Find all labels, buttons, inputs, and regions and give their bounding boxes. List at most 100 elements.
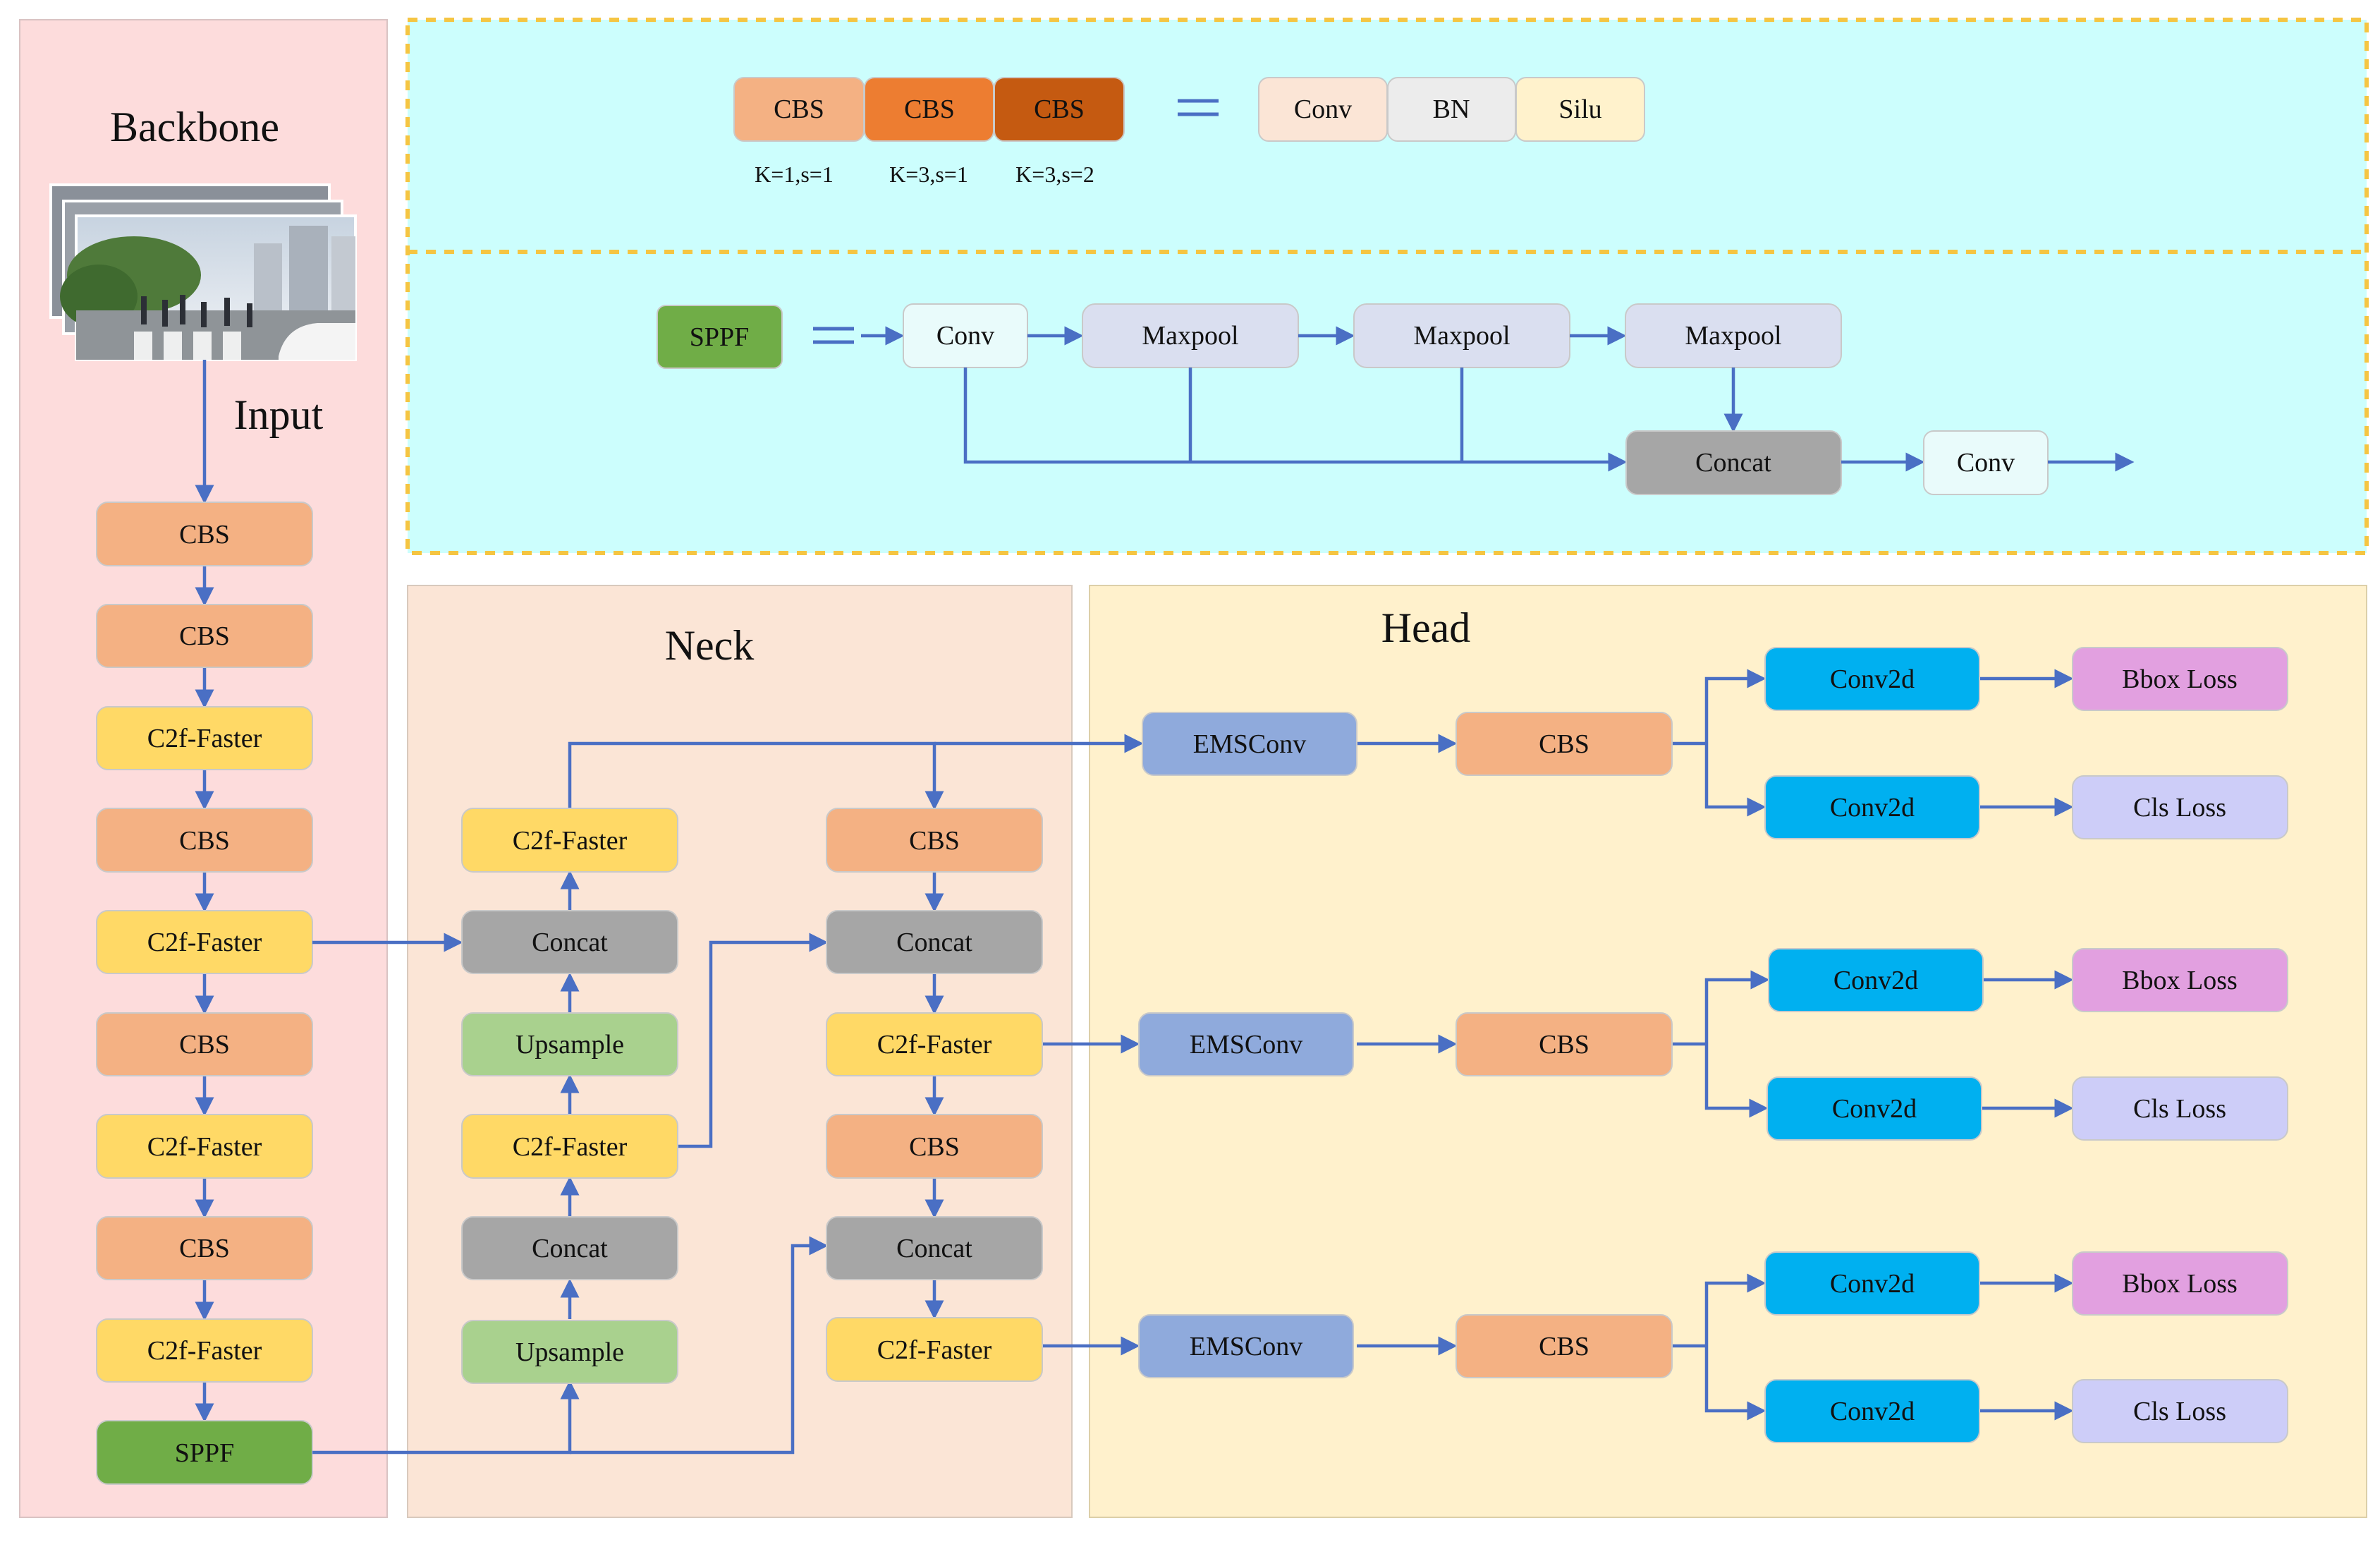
neck-block-box [461,910,678,974]
backbone-layer-label: CBS [179,621,230,651]
neck-block-box [826,1012,1043,1076]
neck-block-label: C2f-Faster [877,1335,992,1365]
neck-block-label: Concat [896,928,972,957]
neck-block-label: CBS [909,826,960,856]
sppf-maxpool-label: Maxpool [1413,321,1510,351]
neck-block-label: CBS [909,1132,960,1162]
cls-loss-label: Cls Loss [2133,793,2226,822]
head-cbs-label: CBS [1539,1332,1589,1361]
cls-loss-box [2072,1379,2288,1443]
legend-silu-box [1515,77,1645,142]
neck-block-box [461,1320,678,1384]
head-cbs-label: CBS [1539,1030,1589,1060]
conv2d-box [1764,1251,1980,1316]
neck-block-box [826,1216,1043,1280]
backbone-layer-label: CBS [179,826,230,856]
backbone-layer-box [96,604,313,668]
sppf-conv-in-label: Conv [936,321,994,351]
head-row: EMSConv CBS Conv2d Conv2d Bbox Loss Cls … [1138,948,2288,1141]
backbone-layer-box [96,502,313,566]
backbone-layer-label: C2f-Faster [147,928,262,957]
legend-cbs-param: K=1,s=1 [755,162,834,187]
emsconv-box [1142,712,1357,776]
neck-block-label: Concat [896,1234,972,1263]
conv2d-label: Conv2d [1833,966,1918,995]
conv2d-label: Conv2d [1830,664,1915,694]
legend-cbs-label: CBS [904,95,955,124]
emsconv-box [1138,1012,1354,1076]
backbone-layer-box [96,1012,313,1076]
legend-cbs-box [994,77,1125,142]
neck-block-box [826,1317,1043,1382]
backbone-layer-label: C2f-Faster [147,1336,262,1366]
backbone-layer-label: C2f-Faster [147,724,262,753]
neck-block-label: Upsample [515,1337,624,1367]
neck-block-label: C2f-Faster [877,1030,992,1060]
neck-connections [312,734,1144,1455]
neck-block-box [826,910,1043,974]
cls-loss-label: Cls Loss [2133,1094,2226,1124]
emsconv-label: EMSConv [1190,1030,1302,1060]
backbone-layer-label: C2f-Faster [147,1132,262,1162]
backbone-layers: CBS CBS C2f-Faster CBS C2f-Faster CBS C2… [96,502,313,1485]
backbone-layer-label: CBS [179,1234,230,1263]
cls-loss-box [2072,775,2288,839]
sppf-conv-out-label: Conv [1957,448,2015,478]
backbone-layer-box [96,706,313,770]
head-row: EMSConv CBS Conv2d Conv2d Bbox Loss Cls … [1142,647,2288,839]
conv2d-box [1764,647,1980,711]
bbox-loss-box [2072,647,2288,711]
sppf-maxpool-label: Maxpool [1685,321,1781,351]
backbone-layer-label: SPPF [175,1438,235,1468]
bbox-loss-box [2072,1251,2288,1316]
emsconv-box [1138,1314,1354,1378]
bbox-loss-label: Bbox Loss [2122,1269,2238,1299]
legend-cbs-param: K=3,s=1 [889,162,968,187]
neck-block-box [461,1216,678,1280]
head-row: EMSConv CBS Conv2d Conv2d Bbox Loss Cls … [1138,1251,2288,1443]
legend-sppf-box [657,305,783,369]
neck-block-box [826,1114,1043,1179]
neck-block-box [826,808,1043,873]
neck-block-label: Concat [532,928,608,957]
head-cbs-box [1456,1012,1673,1076]
head-cbs-label: CBS [1539,729,1589,759]
sppf-maxpool-label: Maxpool [1142,321,1238,351]
legend-cbs-label: CBS [774,95,824,124]
sppf-concat-label: Concat [1695,448,1771,478]
conv2d-box [1766,1076,1982,1141]
head-cbs-box [1456,1314,1673,1378]
neck-block-label: Concat [532,1234,608,1263]
bbox-loss-label: Bbox Loss [2122,664,2238,694]
backbone-layer-box [96,1216,313,1280]
backbone-layer-box [96,1318,313,1383]
cls-loss-box [2072,1076,2288,1141]
neck-block-label: C2f-Faster [513,826,628,856]
backbone-layer-box [96,1114,313,1179]
legend-cbs-label: CBS [1034,95,1085,124]
neck-block-label: C2f-Faster [513,1132,628,1162]
conv2d-label: Conv2d [1830,1269,1915,1299]
emsconv-label: EMSConv [1193,729,1306,759]
neck-left-column: C2f-Faster Concat Upsample C2f-Faster Co… [461,808,678,1384]
neck-right-column: CBS Concat C2f-Faster CBS Concat C2f-Fas… [826,808,1043,1382]
neck-block-box [461,1114,678,1179]
emsconv-label: EMSConv [1190,1332,1302,1361]
conv2d-box [1764,1379,1980,1443]
legend-cbs-param: K=3,s=2 [1015,162,1094,187]
legend-silu-label: Silu [1558,95,1601,124]
neck-title: Neck [665,622,755,669]
conv2d-box [1768,948,1984,1012]
legend-conv-label: Conv [1294,95,1352,124]
backbone-layer-label: CBS [179,520,230,550]
neck-block-box [461,1012,678,1076]
input-title: Input [234,391,324,438]
bbox-loss-box [2072,948,2288,1012]
bbox-loss-label: Bbox Loss [2122,966,2238,995]
conv2d-label: Conv2d [1830,793,1915,822]
legend-sppf-label: SPPF [690,322,750,352]
cls-loss-label: Cls Loss [2133,1397,2226,1426]
head-title: Head [1381,605,1471,651]
head-connections [1357,669,2074,1421]
conv2d-label: Conv2d [1830,1397,1915,1426]
